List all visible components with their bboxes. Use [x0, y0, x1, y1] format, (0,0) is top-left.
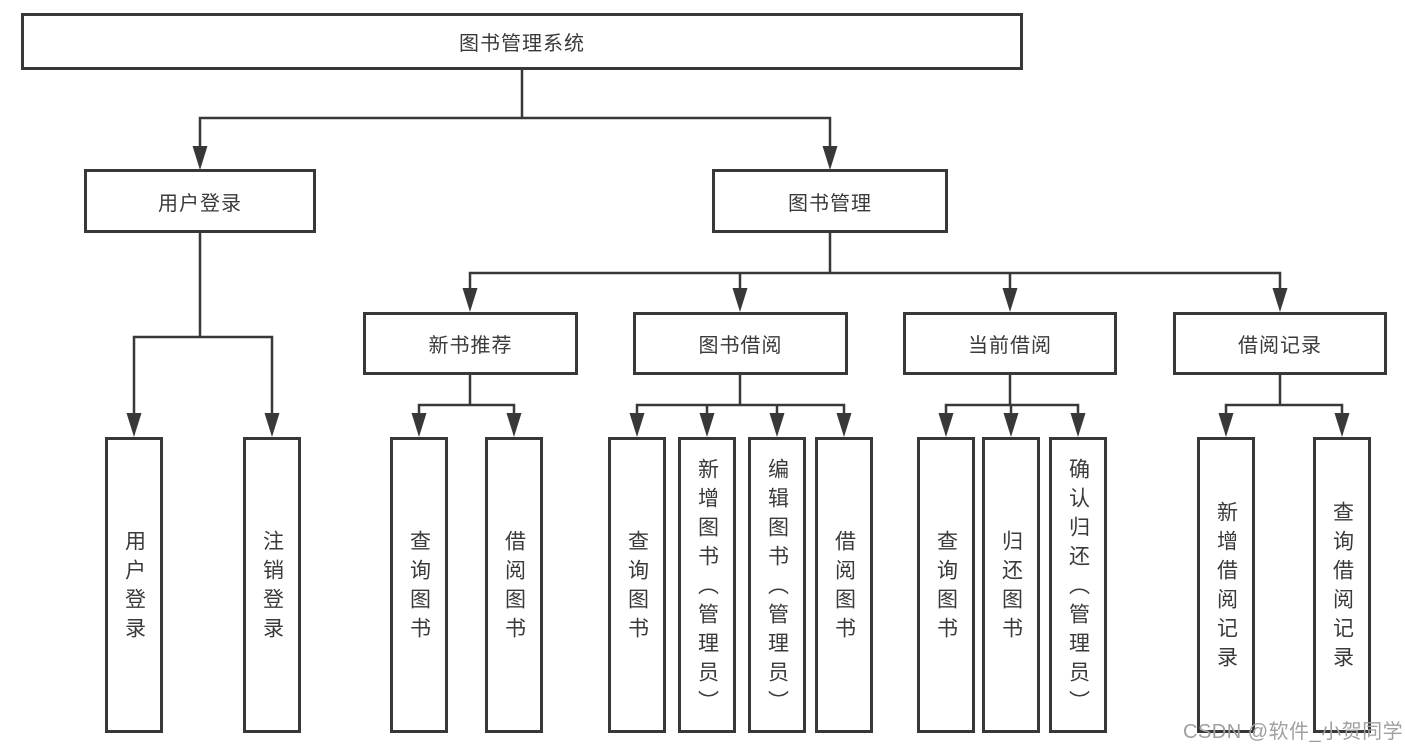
leaf-bb-edit-books-admin: 编辑图书（管理员）	[748, 437, 806, 733]
arrowhead-cb-confirm	[1070, 413, 1086, 437]
leaf-bb-add-books-admin: 新增图书（管理员）	[678, 437, 736, 733]
connector-borrow-records-branch	[1224, 375, 1344, 418]
leaf-nb-borrow-books: 借阅图书	[485, 437, 543, 733]
arrowhead-leaf-login	[126, 413, 142, 437]
arrowhead-nb-borrow	[506, 413, 522, 437]
arrowhead-book-borrow	[732, 288, 748, 312]
leaf-cb-query-books: 查询图书	[917, 437, 975, 733]
csdn-watermark: CSDN @软件_小贺同学	[1183, 721, 1404, 743]
arrowhead-cb-query	[938, 413, 954, 437]
arrowhead-bb-edit	[769, 413, 785, 437]
node-book-borrow: 图书借阅	[633, 312, 848, 375]
leaf-bb-borrow-books: 借阅图书	[815, 437, 873, 733]
leaf-br-add-record: 新增借阅记录	[1197, 437, 1255, 733]
arrowhead-bb-borrow	[836, 413, 852, 437]
arrowhead-cb-return	[1003, 413, 1019, 437]
node-root: 图书管理系统	[21, 13, 1023, 70]
connector-new-books-branch	[417, 375, 516, 418]
connector-root-trunk	[198, 69, 832, 150]
leaf-nb-query-books: 查询图书	[390, 437, 448, 733]
leaf-cb-return-books: 归还图书	[982, 437, 1040, 733]
leaf-logout: 注销登录	[243, 437, 301, 733]
arrowhead-borrow-records	[1272, 288, 1288, 312]
arrowhead-new-books	[462, 288, 478, 312]
arrowhead-leaf-logout	[264, 413, 280, 437]
connector-user-login-branch	[132, 233, 274, 417]
arrowhead-user-login	[192, 146, 208, 170]
arrowhead-br-query	[1334, 413, 1350, 437]
connector-current-borrow-branch	[944, 375, 1080, 418]
arrowhead-book-mgmt	[822, 146, 838, 170]
node-current-borrow: 当前借阅	[903, 312, 1117, 375]
node-borrow-records: 借阅记录	[1173, 312, 1387, 375]
leaf-bb-query-books: 查询图书	[608, 437, 666, 733]
arrowhead-bb-query	[629, 413, 645, 437]
connector-book-borrow-branch	[635, 375, 846, 418]
leaf-user-login: 用户登录	[105, 437, 163, 733]
node-user-login: 用户登录	[84, 169, 316, 233]
arrowhead-nb-query	[411, 413, 427, 437]
leaf-cb-confirm-return-admin: 确认归还（管理员）	[1049, 437, 1107, 733]
connector-book-mgmt-trunk	[468, 233, 1282, 292]
arrowhead-br-add	[1218, 413, 1234, 437]
arrowhead-current-borrow	[1002, 288, 1018, 312]
node-book-mgmt: 图书管理	[712, 169, 948, 233]
leaf-br-query-record: 查询借阅记录	[1313, 437, 1371, 733]
arrowhead-bb-add	[699, 413, 715, 437]
node-new-books: 新书推荐	[363, 312, 578, 375]
